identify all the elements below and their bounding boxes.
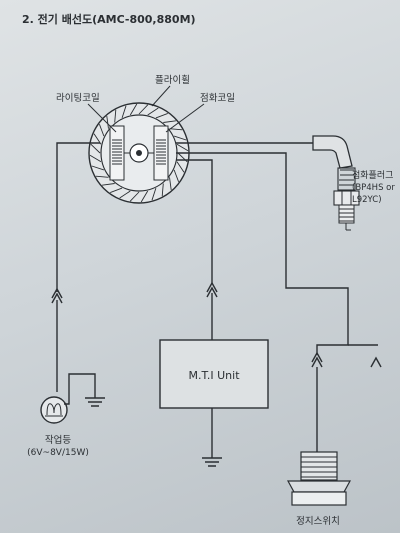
ignition-coil-label: 점화코일 (200, 92, 235, 104)
mti-ground-icon (202, 457, 222, 467)
stop-switch-connector-icon (311, 351, 382, 368)
flywheel-icon (88, 102, 190, 204)
flywheel-fin (110, 187, 123, 194)
page-title: 2. 전기 배선도(AMC-800,880M) (22, 12, 196, 26)
flywheel-fin (91, 165, 105, 171)
flywheel-fin (169, 128, 183, 131)
lamp-ground-icon (85, 397, 105, 407)
flywheel-fin (161, 183, 164, 197)
lighting-coil-icon (112, 139, 122, 165)
flywheel-fin (173, 169, 180, 182)
mti-wire (176, 159, 213, 283)
lamp-wire-connector-icon (51, 287, 63, 304)
mti-unit-box (159, 339, 269, 409)
flywheel-fin (98, 124, 105, 137)
flywheel-fin (90, 143, 101, 154)
lighting-coil-label: 라이팅코일 (56, 93, 100, 104)
flywheel-fin (151, 187, 157, 201)
flywheel-fin (129, 191, 140, 202)
flywheel-fin (129, 103, 138, 116)
stop-switch-label: 정지스위치 (296, 515, 340, 527)
spark-plug-spec-line2: L92YC) (352, 195, 382, 205)
spark-plug-label: 점화플러그 (352, 169, 393, 181)
mti-wire-connector-icon (206, 281, 218, 298)
flywheel-fin (176, 143, 189, 152)
flywheel-fin (138, 104, 149, 115)
flywheel-fin (147, 107, 159, 116)
flywheel-fin (176, 161, 185, 173)
stop-switch-wire (176, 152, 349, 355)
flywheel-fin (169, 177, 172, 190)
flywheel-fin (95, 175, 109, 178)
flywheel-fin (140, 190, 149, 203)
flywheel-fin (121, 105, 127, 119)
work-lamp-spec: (6V~8V/15W) (27, 448, 89, 458)
spark-plug-spec-line1: (BP4HS or (352, 183, 395, 193)
ignition-coil-icon (156, 139, 166, 165)
work-lamp-label: 작업등 (45, 434, 71, 446)
flywheel-fin (102, 183, 115, 186)
flywheel-label: 플라이휠 (155, 74, 190, 86)
mti-unit-label: M.T.I Unit (188, 369, 240, 382)
flywheel-fin (119, 190, 131, 199)
spark-plug-icon (176, 135, 360, 231)
stop-switch-icon (286, 451, 352, 506)
flywheel-fin (106, 116, 109, 129)
flywheel-fin (89, 154, 102, 163)
lamp-wire (56, 142, 100, 292)
flywheel-fin (163, 120, 176, 123)
flywheel-fin (155, 112, 168, 119)
flywheel-fin (173, 135, 187, 141)
work-lamp-icon (40, 396, 68, 424)
flywheel-fin (114, 109, 117, 123)
